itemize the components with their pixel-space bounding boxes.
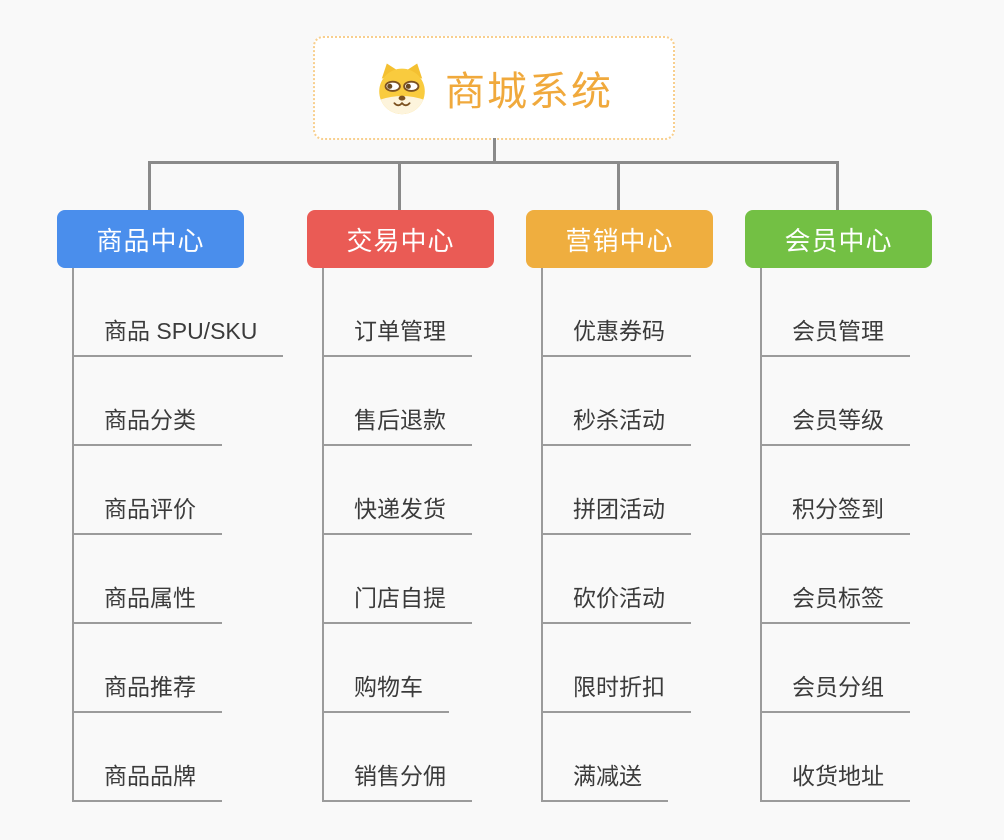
leaf-points-checkin[interactable]: 积分签到 [760, 494, 910, 535]
branch-node-trade-center[interactable]: 交易中心 [307, 210, 494, 268]
leaf-limited-time-discount[interactable]: 限时折扣 [541, 672, 691, 713]
root-title: 商城系统 [445, 70, 613, 114]
leaf-bargain-activity[interactable]: 砍价活动 [541, 583, 691, 624]
leaf-product-recommend[interactable]: 商品推荐 [72, 672, 222, 713]
leaf-member-tags[interactable]: 会员标签 [760, 583, 910, 624]
branch-column-product-center: 商品 SPU/SKU 商品分类 商品评价 商品属性 商品推荐 商品品牌 [72, 268, 314, 802]
leaf-shopping-cart[interactable]: 购物车 [322, 672, 449, 713]
connector-drop-member-center [836, 163, 839, 210]
root-node[interactable]: 商城系统 [313, 36, 675, 140]
leaf-store-pickup[interactable]: 门店自提 [322, 583, 472, 624]
leaf-product-spu-sku[interactable]: 商品 SPU/SKU [72, 316, 284, 357]
branch-column-marketing-center: 优惠券码 秒杀活动 拼团活动 砍价活动 限时折扣 满减送 [541, 268, 783, 802]
branch-column-trade-center: 订单管理 售后退款 快递发货 门店自提 购物车 销售分佣 [322, 268, 564, 802]
connector-drop-trade-center [398, 163, 401, 210]
leaf-sales-commission[interactable]: 销售分佣 [322, 761, 472, 802]
leaf-product-brand[interactable]: 商品品牌 [72, 761, 222, 802]
leaf-full-reduction[interactable]: 满减送 [541, 761, 668, 802]
leaf-group-buy[interactable]: 拼团活动 [541, 494, 691, 535]
leaf-member-groups[interactable]: 会员分组 [760, 672, 910, 713]
shiba-face-icon [379, 63, 425, 115]
leaf-member-management[interactable]: 会员管理 [760, 316, 910, 357]
branch-column-member-center: 会员管理 会员等级 积分签到 会员标签 会员分组 收货地址 [760, 268, 1002, 802]
branch-node-product-center[interactable]: 商品中心 [57, 210, 244, 268]
leaf-shipping-address[interactable]: 收货地址 [760, 761, 910, 802]
branch-node-member-center[interactable]: 会员中心 [745, 210, 932, 268]
leaf-order-management[interactable]: 订单管理 [322, 316, 472, 357]
leaf-member-level[interactable]: 会员等级 [760, 405, 910, 446]
connector-horizontal-bus [148, 161, 839, 164]
leaf-product-category[interactable]: 商品分类 [72, 405, 222, 446]
leaf-flash-sale[interactable]: 秒杀活动 [541, 405, 691, 446]
leaf-after-sales-refund[interactable]: 售后退款 [322, 405, 472, 446]
leaf-product-attribute[interactable]: 商品属性 [72, 583, 222, 624]
leaf-coupon-code[interactable]: 优惠券码 [541, 316, 691, 357]
leaf-express-delivery[interactable]: 快递发货 [322, 494, 472, 535]
connector-root-stem [493, 138, 496, 163]
branch-node-marketing-center[interactable]: 营销中心 [526, 210, 713, 268]
leaf-product-review[interactable]: 商品评价 [72, 494, 222, 535]
connector-drop-marketing-center [617, 163, 620, 210]
connector-drop-product-center [148, 163, 151, 210]
